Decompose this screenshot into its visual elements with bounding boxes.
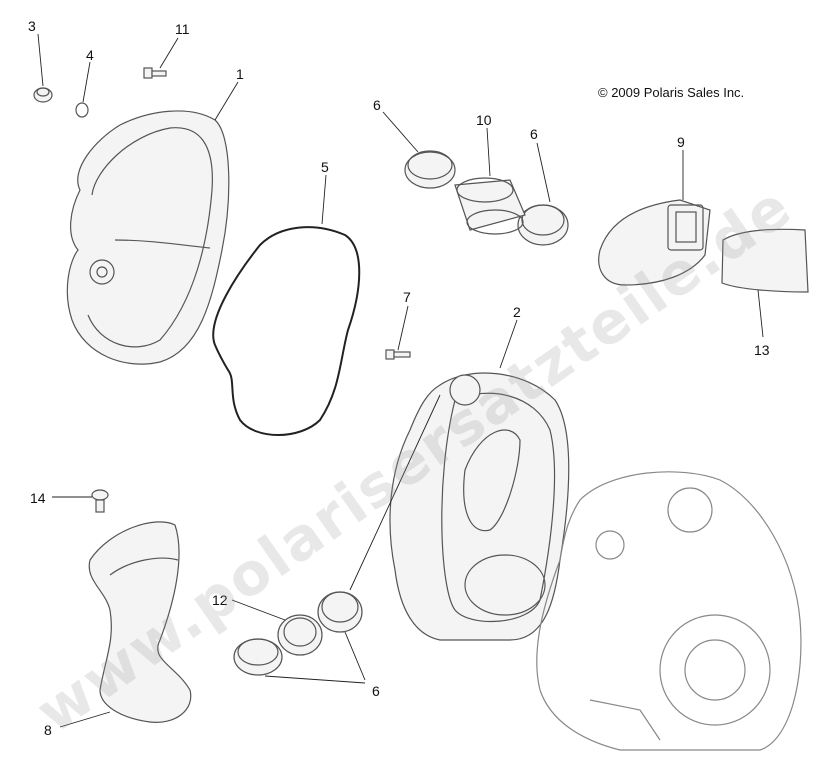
callout-4: 4 (86, 47, 94, 63)
callout-3: 3 (28, 18, 36, 34)
part-bolt-7 (385, 349, 411, 360)
part-bolt-11 (143, 67, 167, 79)
callout-labels: 3 4 11 1 5 6 10 6 9 13 7 2 14 8 12 6 (28, 18, 770, 738)
callout-14: 14 (30, 490, 46, 506)
callout-13: 13 (754, 342, 770, 358)
transmission-housing (536, 471, 802, 751)
callout-9: 9 (677, 134, 685, 150)
callout-6-upper-right: 6 (530, 126, 538, 142)
part-nut (33, 87, 53, 103)
part-clamp-upper-left (404, 150, 456, 189)
part-outer-cover (66, 110, 230, 365)
callout-6-lower: 6 (372, 683, 380, 699)
leader-lines (37, 33, 764, 728)
part-clamp-lower-left (233, 638, 283, 676)
callout-12: 12 (212, 592, 228, 608)
callout-5: 5 (321, 159, 329, 175)
part-intake-duct (598, 199, 711, 286)
part-o-ring (75, 102, 89, 118)
callout-8: 8 (44, 722, 52, 738)
callout-7: 7 (403, 289, 411, 305)
part-gasket (212, 226, 361, 436)
part-push-rivet (91, 489, 109, 513)
part-outlet-duct (88, 521, 192, 723)
callout-6-upper-left: 6 (373, 97, 381, 113)
part-duct-cover (721, 228, 809, 293)
part-inner-cover (389, 372, 570, 641)
part-boot-coupler (454, 177, 526, 235)
callout-10: 10 (476, 112, 492, 128)
copyright-notice: © 2009 Polaris Sales Inc. (598, 85, 744, 100)
part-clamp-ring (277, 614, 323, 656)
callout-2: 2 (513, 304, 521, 320)
part-clamp-upper-right (517, 204, 569, 246)
part-clamp-lower-right (317, 591, 363, 633)
callout-11: 11 (175, 21, 190, 37)
callout-1: 1 (236, 66, 244, 82)
